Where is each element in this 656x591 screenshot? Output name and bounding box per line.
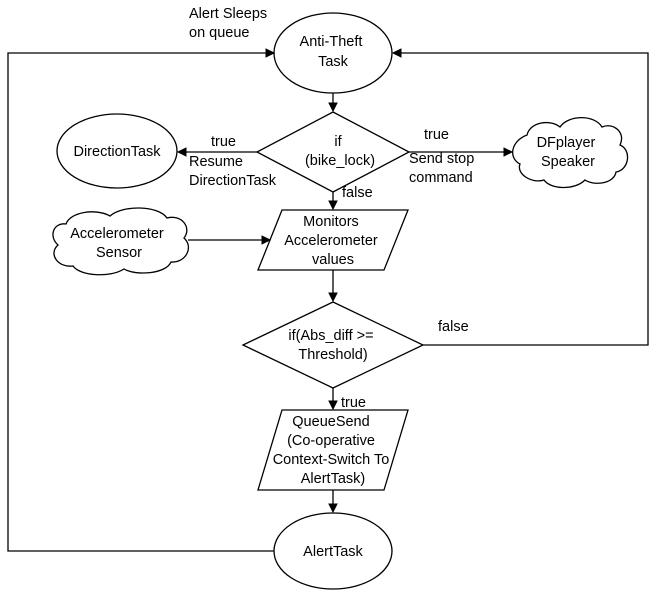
monitors-accelerometer-node[interactable]: Monitors Accelerometer values: [257, 209, 409, 271]
edge-abs-diff-false-loop: [391, 48, 649, 346]
false-down-label: false: [342, 185, 373, 201]
anti-theft-task-line-1: Anti-Theft: [300, 34, 363, 50]
svg-text:DirectionTask: DirectionTask: [73, 144, 161, 160]
edge-bike-lock-to-direction-task: [176, 147, 257, 157]
svg-text:QueueSend (Co-operative: QueueSend (Co-operative Context-Switch T…: [273, 414, 394, 487]
svg-text:if(Abs_diff >= Threshold: if(Abs_diff >= Threshold): [288, 328, 377, 363]
bike-lock-decision-node[interactable]: if (bike_lock): [255, 111, 411, 193]
bike-lock-decision-line-2: (bike_lock): [305, 153, 375, 169]
false-right-label: false: [438, 319, 469, 335]
edge-bike-lock-to-monitors: [328, 192, 338, 211]
queue-send-line-3: Context-Switch To: [273, 452, 390, 468]
dfplayer-speaker-line-2: Speaker: [541, 154, 595, 170]
abs-diff-decision-line-2: Threshold): [298, 347, 367, 363]
svg-text:AlertTask: AlertTask: [303, 544, 363, 560]
true-right-label: true: [424, 127, 449, 143]
dfplayer-speaker-node[interactable]: DFplayer Speaker: [512, 116, 629, 189]
abs-diff-decision-node[interactable]: if(Abs_diff >= Threshold): [241, 301, 425, 389]
edge-queue-send-to-alert-task: [328, 490, 338, 514]
send-stop-line-2: command: [409, 170, 473, 186]
alert-sleeps-line-2: on queue: [189, 25, 249, 41]
svg-text:DFplayer Speaker: DFplayer Speaker: [537, 135, 600, 170]
queue-send-line-1: QueueSend: [292, 414, 369, 430]
svg-text:if (bike_lock): if (bike_lock): [305, 134, 375, 169]
resume-line-1: Resume: [189, 154, 243, 170]
send-stop-command-label: Send stop command: [409, 151, 478, 186]
monitors-line-1: Monitors: [303, 214, 359, 230]
true-down-label: true: [341, 395, 366, 411]
accelerometer-sensor-node[interactable]: Accelerometer Sensor: [52, 207, 189, 276]
direction-task-node[interactable]: DirectionTask: [56, 113, 178, 189]
send-stop-line-1: Send stop: [409, 151, 474, 167]
svg-text:Accelerometer Sensor: Accelerometer Sensor: [70, 226, 168, 261]
edge-alert-task-loop: [7, 48, 276, 552]
bike-lock-decision-line-1: if: [334, 134, 342, 150]
anti-theft-task-line-2: Task: [318, 54, 349, 70]
edge-abs-diff-to-queue-send: [328, 388, 338, 411]
accelerometer-sensor-line-1: Accelerometer: [70, 226, 164, 242]
svg-text:Anti-Theft Task: Anti-Theft Task: [300, 34, 367, 70]
alert-sleeps-label: Alert Sleeps on queue: [189, 6, 271, 41]
accelerometer-sensor-line-2: Sensor: [96, 245, 142, 261]
direction-task-label: DirectionTask: [73, 144, 161, 160]
alert-task-label: AlertTask: [303, 544, 363, 560]
alert-sleeps-line-1: Alert Sleeps: [189, 6, 267, 22]
queue-send-node[interactable]: QueueSend (Co-operative Context-Switch T…: [257, 409, 409, 491]
queue-send-line-4: AlertTask): [301, 471, 365, 487]
edge-sensor-to-monitors: [188, 235, 272, 245]
monitors-line-3: values: [312, 252, 354, 268]
abs-diff-decision-line-1: if(Abs_diff >=: [288, 328, 373, 344]
edge-anti-theft-to-bike-lock: [328, 93, 338, 113]
alert-task-node[interactable]: AlertTask: [273, 512, 393, 590]
true-left-label: true: [211, 134, 236, 150]
edge-monitors-to-abs-diff: [328, 270, 338, 303]
anti-theft-task-node[interactable]: Anti-Theft Task: [273, 12, 393, 94]
queue-send-line-2: (Co-operative: [287, 433, 375, 449]
resume-line-2: DirectionTask: [189, 173, 277, 189]
monitors-line-2: Accelerometer: [284, 233, 378, 249]
resume-direction-task-label: Resume DirectionTask: [189, 154, 277, 189]
dfplayer-speaker-line-1: DFplayer: [537, 135, 596, 151]
edge-bike-lock-to-dfplayer: [409, 147, 514, 157]
svg-text:Monitors Accelerometer: Monitors Accelerometer values: [284, 214, 382, 268]
